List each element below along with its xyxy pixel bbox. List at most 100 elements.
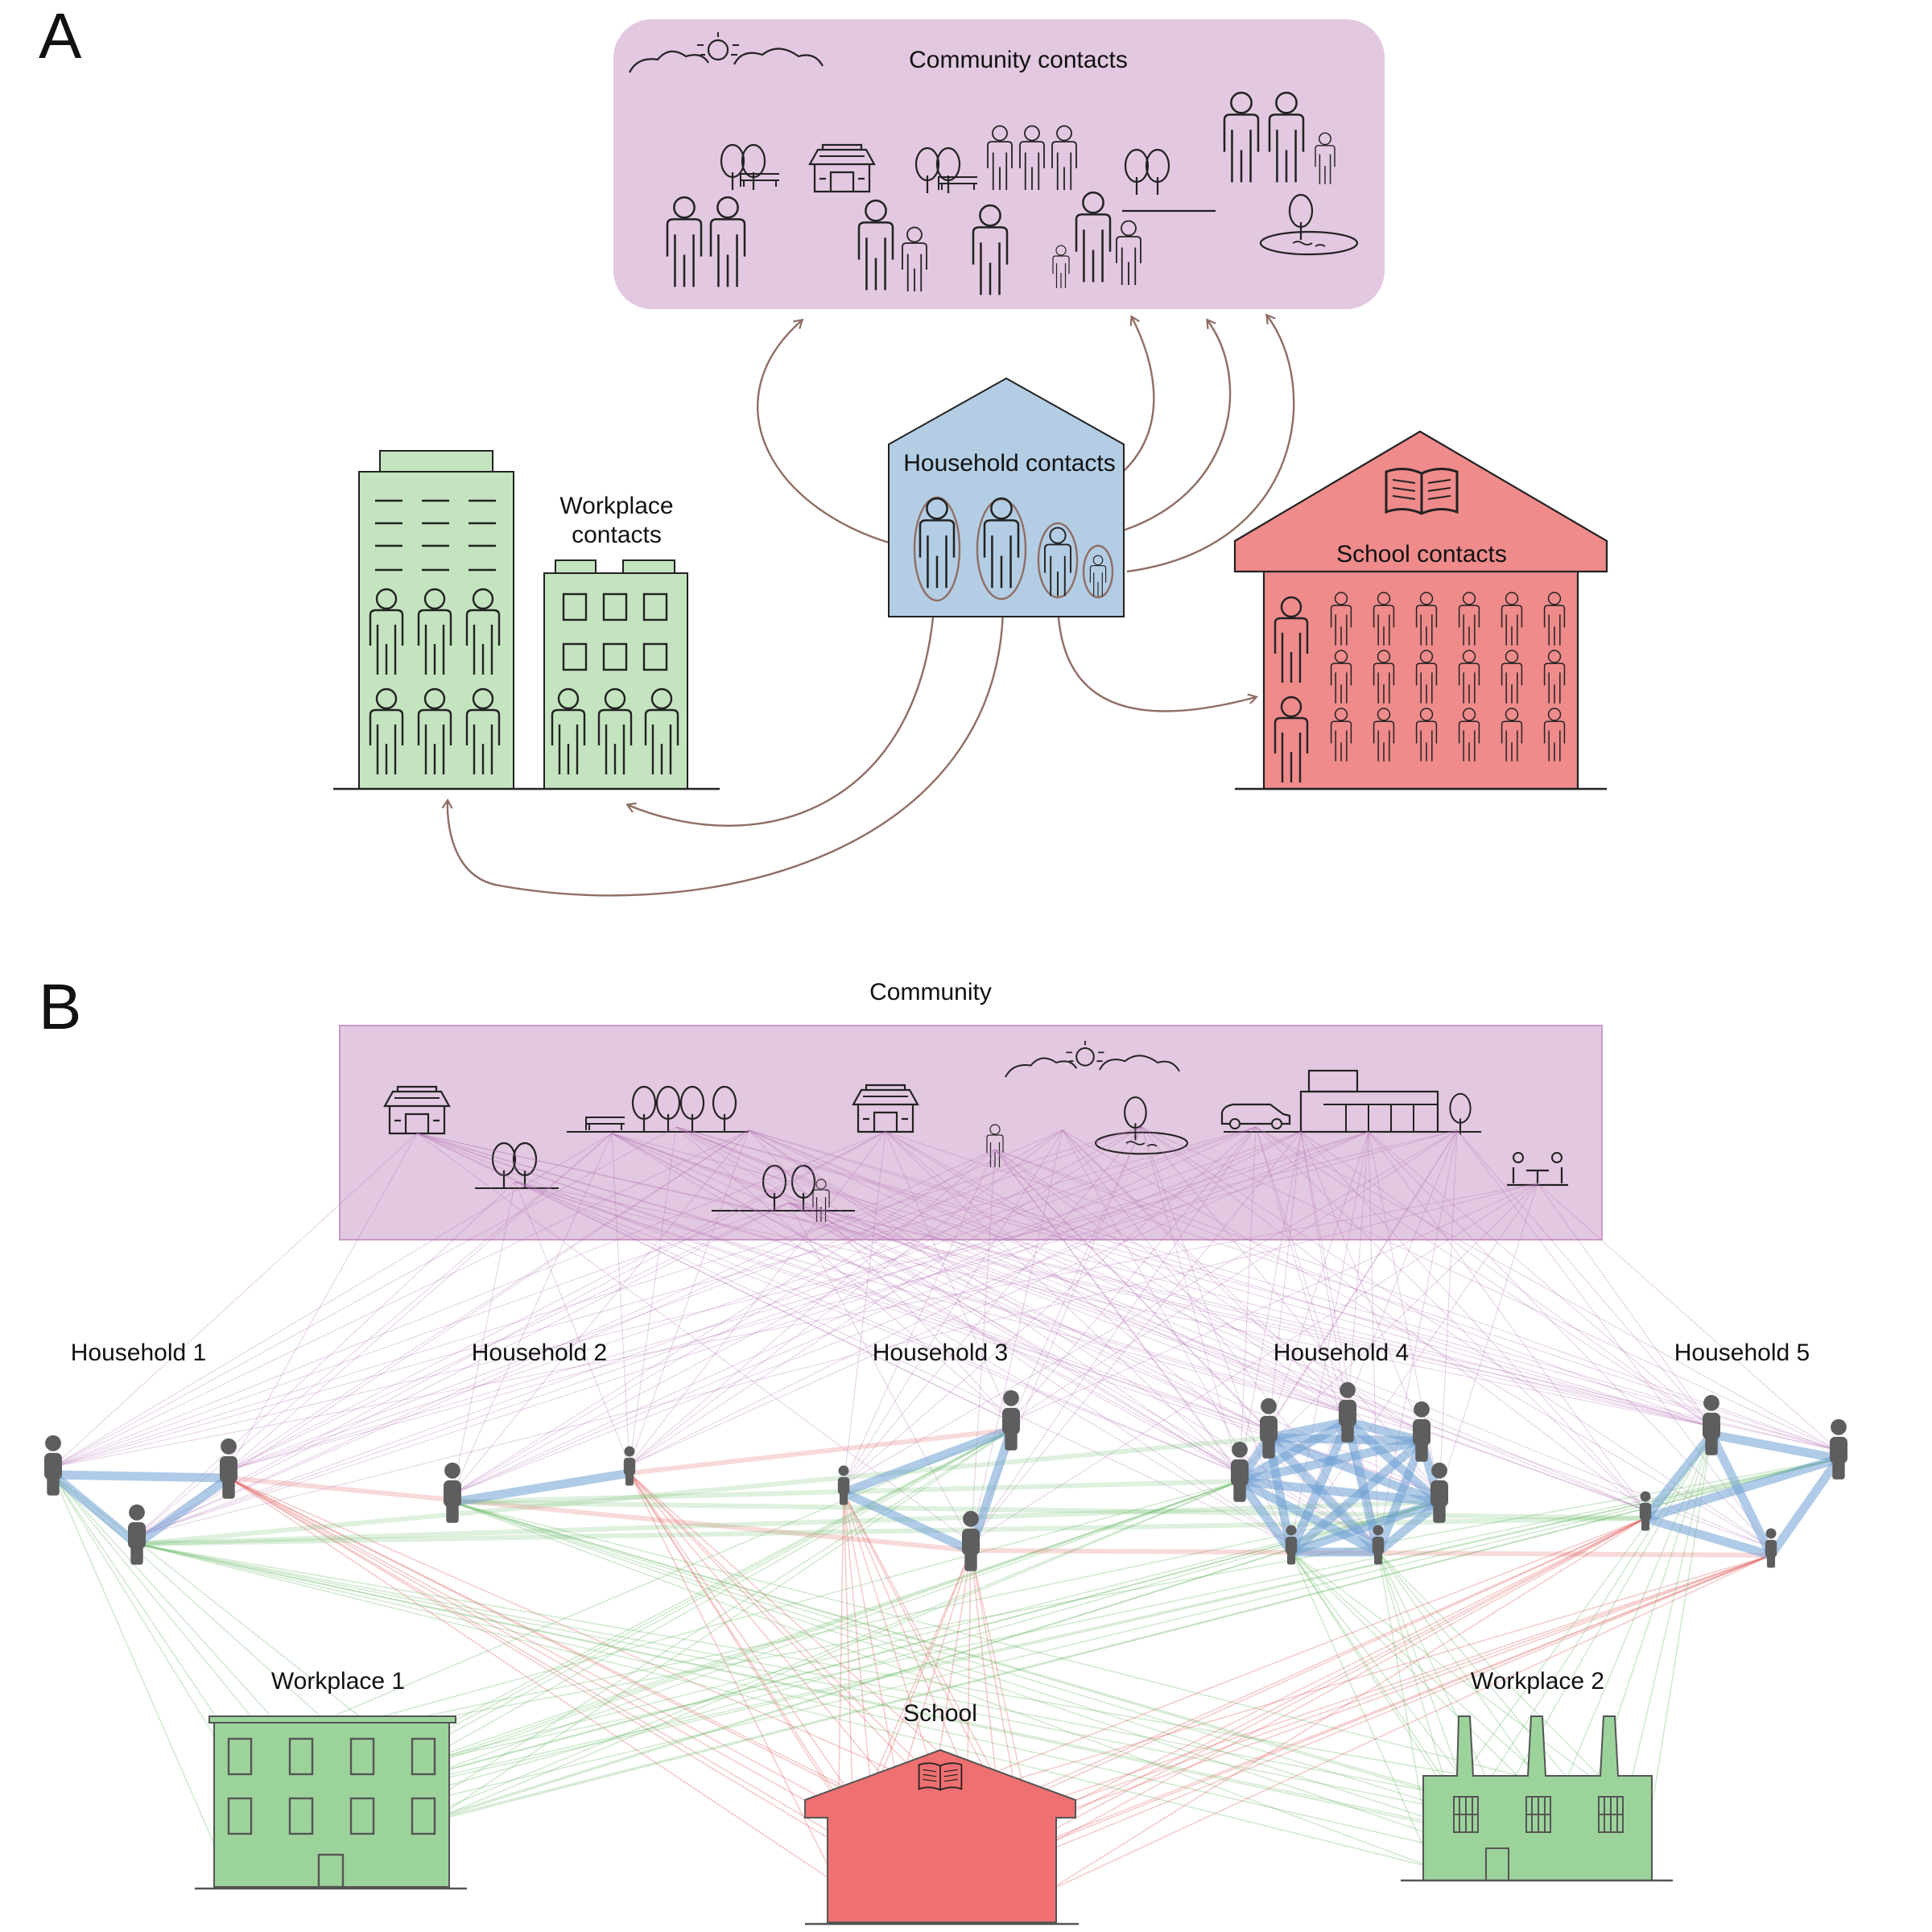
community-link [629, 1129, 1063, 1466]
community-link [675, 1126, 1012, 1422]
community-link [1300, 1131, 1422, 1434]
shop-building-icon [1224, 1069, 1481, 1136]
community-link [675, 1126, 1241, 1474]
school-contacts-label: School contacts [1336, 541, 1507, 568]
community-link [1368, 1131, 1712, 1427]
community-link [1010, 1126, 1142, 1422]
school-link [228, 1477, 878, 1860]
community-link [228, 1129, 1458, 1471]
community-link [611, 1133, 1348, 1414]
community-contacts-box: Community contacts [613, 19, 1385, 309]
community-link [514, 1181, 1712, 1427]
community-link [994, 1149, 1839, 1451]
community-link [452, 1131, 1369, 1495]
community-link [452, 1129, 749, 1495]
workplace2-link [1641, 1434, 1712, 1868]
community-link [136, 1149, 996, 1537]
cross-household-link [136, 1435, 1269, 1546]
community-link [1255, 1126, 1348, 1414]
workplace2-link [452, 1501, 1434, 1868]
community-link [629, 1131, 1302, 1466]
community-link [675, 1126, 1646, 1511]
household-link [132, 1473, 233, 1549]
community-link [1377, 1129, 1458, 1545]
community-link [1255, 1126, 1646, 1511]
workplace2-link [136, 1543, 1482, 1836]
workplace2-link [452, 1501, 1579, 1836]
workplace-contacts-label-line2: contacts [572, 522, 662, 548]
workplace1-link [434, 1429, 1012, 1820]
community-link [136, 1129, 1063, 1537]
household-link [448, 1468, 634, 1507]
community-link [52, 1126, 677, 1468]
community-link [611, 1133, 1646, 1511]
community-link [1239, 1129, 1458, 1474]
community-link [228, 1131, 886, 1471]
community-link [1347, 1131, 1369, 1414]
school-link [1022, 1517, 1646, 1828]
community-link [52, 1133, 418, 1468]
community-link [885, 1131, 1422, 1434]
workplace1-link [265, 1458, 1839, 1820]
community-link [52, 1126, 1257, 1468]
community-link [52, 1129, 1458, 1468]
community-link [843, 1131, 886, 1485]
community-link [843, 1149, 996, 1485]
household-link [1286, 1436, 1426, 1557]
workplace1-link [378, 1501, 1440, 1836]
community-link [1010, 1129, 1458, 1422]
community-link [136, 1131, 886, 1537]
community-link [1368, 1131, 1646, 1511]
household-4-label: Household 4 [1274, 1340, 1409, 1366]
community-link [885, 1131, 1379, 1545]
school-building-b: School [804, 1700, 1079, 1926]
community-link [1239, 1183, 1538, 1474]
school-link [965, 1554, 1772, 1876]
community-link [748, 1129, 1646, 1511]
workplace-2-label: Workplace 2 [1471, 1668, 1604, 1695]
community-link [748, 1129, 1712, 1427]
household-link [1707, 1430, 1776, 1560]
workplace1-link [321, 1480, 1241, 1804]
community-link [452, 1181, 516, 1495]
household-link [1235, 1476, 1444, 1507]
community-link [136, 1183, 1538, 1537]
workplace2-link [1480, 1434, 1712, 1836]
community-link [611, 1133, 1241, 1474]
community-link [52, 1129, 749, 1468]
community-link [514, 1181, 630, 1466]
panel-b-letter: B [39, 971, 81, 1042]
person-icon [1231, 1441, 1249, 1502]
community-link [416, 1133, 1712, 1427]
workplace-buildings: Workplace contacts [333, 450, 720, 791]
workplace-1-building: Workplace 1 [195, 1668, 467, 1890]
household-link [1343, 1417, 1426, 1446]
community-link [1439, 1129, 1458, 1495]
workplace2-link [136, 1543, 1450, 1796]
community-link [228, 1126, 1142, 1471]
community-link [136, 1202, 790, 1537]
workplace2-link [136, 1543, 1627, 1804]
community-link [1141, 1126, 1241, 1474]
workplace1-link [378, 1429, 1012, 1836]
workplace1-link [321, 1501, 1440, 1804]
workplace-1-label: Workplace 1 [271, 1668, 405, 1695]
community-link [52, 1126, 1142, 1468]
cafe-table-icon [1507, 1152, 1568, 1187]
school-link [1022, 1554, 1772, 1828]
workplace1-link [217, 1458, 1839, 1852]
community-link [1268, 1131, 1302, 1430]
community-link [629, 1126, 1142, 1466]
workplace-2-factory: Workplace 2 [1401, 1668, 1673, 1882]
community-link [970, 1149, 996, 1543]
person-icon [1002, 1389, 1020, 1451]
community-link [629, 1149, 996, 1466]
community-link [1239, 1131, 1302, 1474]
community-link [611, 1133, 1292, 1545]
workplace1-link [378, 1480, 1241, 1836]
community-link [994, 1149, 1712, 1427]
workplace2-link [136, 1543, 1530, 1868]
community-link [1141, 1126, 1646, 1511]
community-link [228, 1129, 749, 1471]
